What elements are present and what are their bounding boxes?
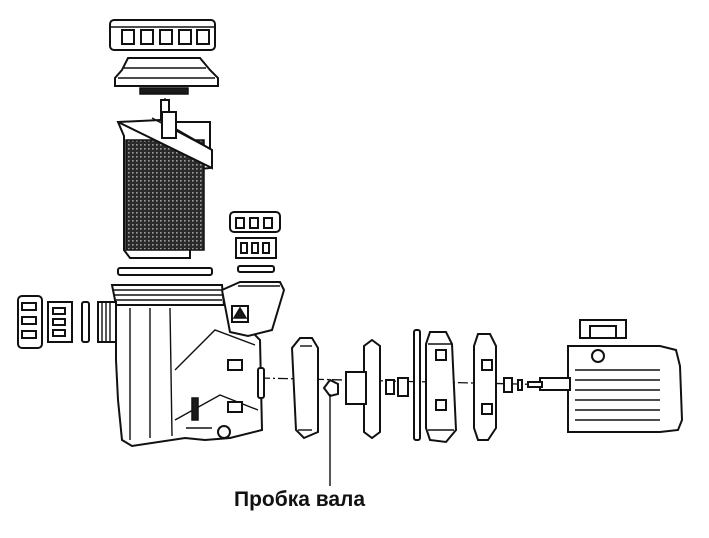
housing-o-ring — [257, 367, 265, 399]
impeller — [345, 338, 381, 440]
seal-plate — [425, 331, 458, 444]
slinger-washer — [503, 377, 523, 393]
shaft-plug — [322, 378, 339, 486]
outlet-union-tail — [235, 237, 277, 259]
basket-seal-ring — [117, 267, 213, 276]
outlet-seal-ring — [237, 265, 275, 273]
shaft-plug-label: Пробка вала — [234, 488, 366, 511]
outlet-port — [220, 281, 286, 338]
inlet-union-tail — [47, 301, 73, 343]
shaft-seal — [385, 377, 409, 397]
inlet-seal-ring — [81, 301, 117, 343]
outlet-union-nut — [229, 211, 281, 233]
motor — [527, 319, 684, 433]
motor-bracket — [473, 333, 497, 441]
strainer-lid-ring — [109, 19, 216, 51]
inlet-union-nut — [17, 295, 43, 349]
diffuser — [290, 337, 319, 440]
seal-plate-gasket — [413, 329, 421, 441]
strainer-basket — [116, 111, 213, 259]
strainer-lid — [114, 57, 219, 95]
